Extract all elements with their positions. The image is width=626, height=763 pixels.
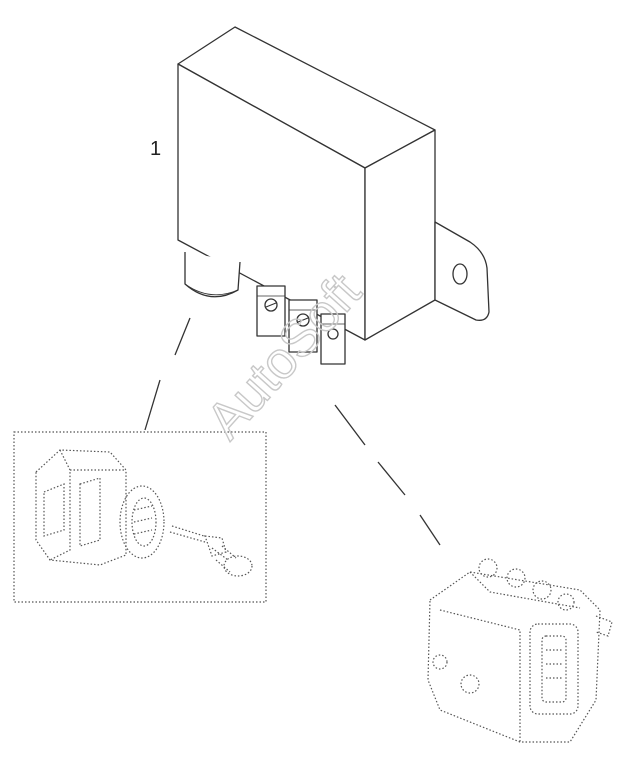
part-number-label: 1 [150, 138, 162, 160]
terminal-housing-detail [427, 558, 613, 743]
terminal-pin [169, 531, 206, 543]
connector-face [119, 485, 165, 559]
terminal-screw [327, 328, 339, 340]
leader-line [334, 404, 366, 446]
leader-line [377, 461, 406, 496]
mounting-hole [452, 263, 468, 285]
leader-line [419, 514, 441, 546]
relay-module [177, 26, 490, 365]
wire-seal [223, 555, 253, 577]
terminal-housing [427, 571, 601, 743]
terminal-block [256, 285, 346, 365]
detail-frame [13, 431, 267, 603]
terminal-socket [529, 623, 579, 715]
leader-line [174, 317, 191, 356]
leader-lines [144, 317, 441, 546]
connector-detail [13, 431, 267, 603]
connector-housing [35, 449, 127, 566]
leader-line [144, 379, 161, 431]
